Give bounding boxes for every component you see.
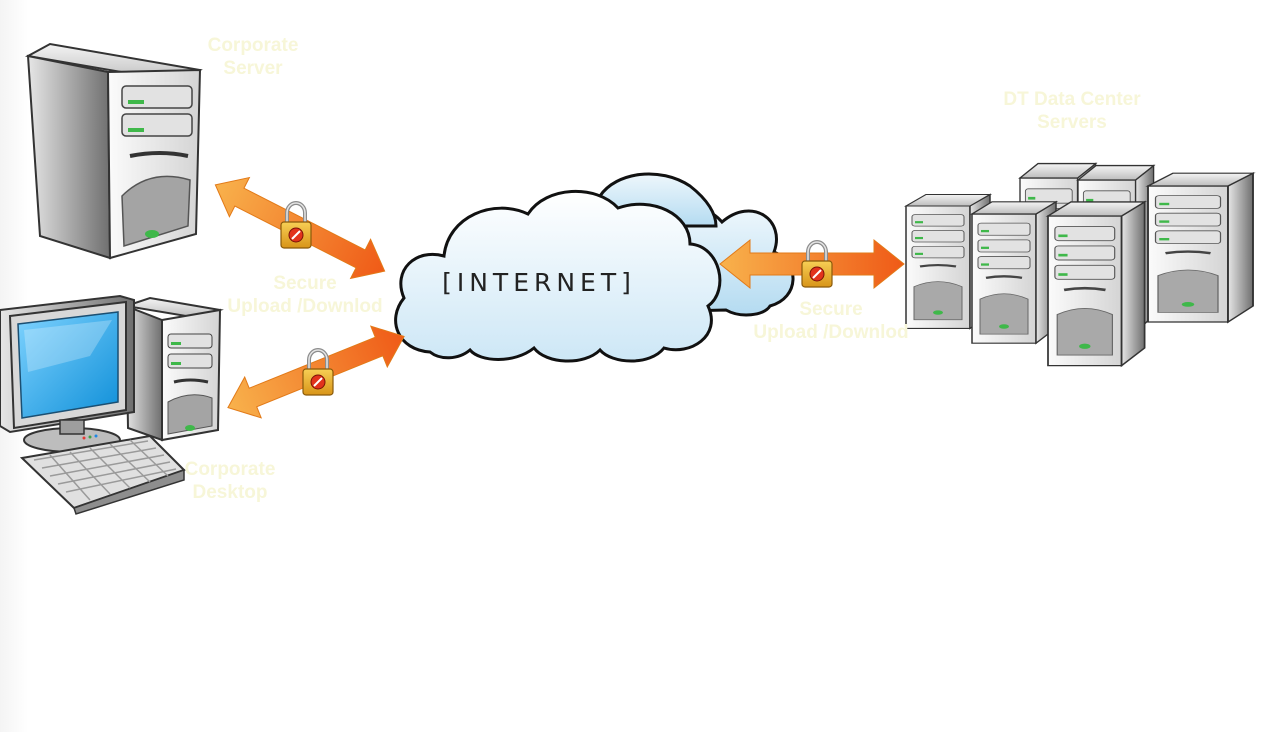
secure-transfer-label-line: Secure [799,299,863,320]
corporate-desktop-label-line: Desktop [192,482,268,503]
secure-transfer-label-right: Secure Upload /Downlod [746,298,916,344]
corporate-desktop-label: Corporate Desktop [168,458,292,504]
secure-transfer-label-line: Upload /Downlod [753,322,909,343]
padlock-icon [279,201,313,250]
internet-label: [INTERNET] [442,268,636,297]
data-center-label: DT Data Center Servers [976,88,1168,134]
desktop-computer-icon [0,294,224,515]
data-center-label-line: DT Data Center [1003,89,1141,110]
corporate-server-label-line: Server [223,58,283,79]
corporate-server-icon [24,42,203,260]
corporate-server-label-line: Corporate [207,35,299,56]
padlock-icon [301,348,335,397]
secure-transfer-label-line: Secure [273,273,337,294]
padlock-icon [800,240,834,289]
data-center-label-line: Servers [1037,112,1107,133]
corporate-server-label: Corporate Server [188,34,318,80]
corporate-desktop-label-line: Corporate [184,459,276,480]
server-rack-icon [904,162,1255,368]
secure-transfer-label-line: Upload /Downlod [227,296,383,317]
cloud-icon [394,172,795,363]
secure-transfer-label-left: Secure Upload /Downlod [220,272,390,318]
